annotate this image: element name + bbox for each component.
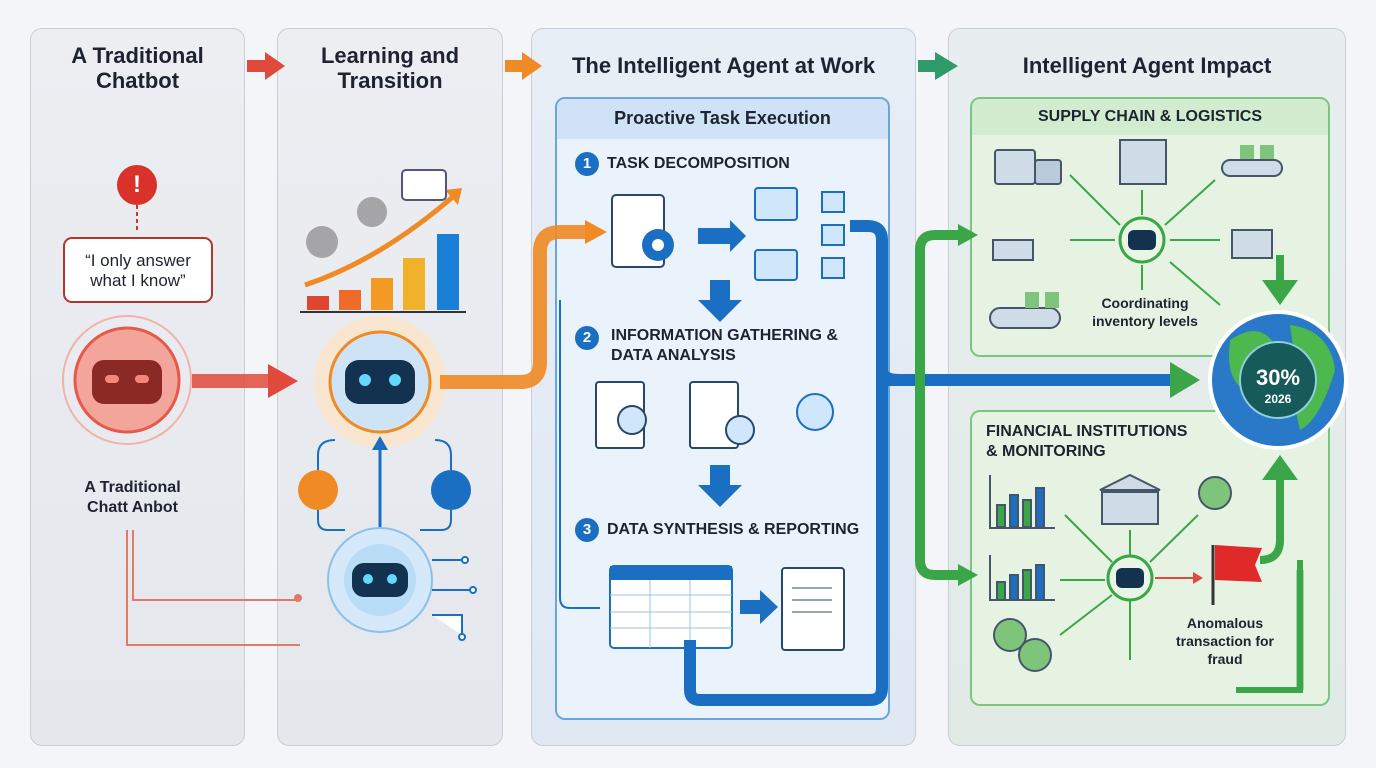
supply-connectors: [1069, 174, 1221, 306]
supply-bot-icon: [1118, 216, 1166, 264]
header-arrow-green: [918, 52, 958, 80]
chatbot-caption: A Traditional Chatt Anbot: [84, 479, 181, 516]
speech-bubble-text: “I only answer what I know”: [85, 251, 191, 290]
speech-bubble: [63, 237, 213, 303]
supply-chain-caption: Coordinating inventory levels: [1092, 295, 1198, 329]
presentation-icon: [298, 470, 338, 510]
learning-bot-icon: [314, 316, 446, 448]
panel-title: A Traditional Chatbot: [71, 43, 204, 93]
alert-icon: [117, 165, 157, 232]
financial-bot-icon: [1106, 554, 1154, 602]
globe-year: 2026: [1264, 392, 1292, 406]
task-document-gear-icon: [611, 194, 674, 268]
growth-chart-icon: [300, 169, 466, 313]
report-icon: [781, 567, 845, 651]
supply-chain-title: SUPPLY CHAIN & LOGISTICS: [972, 99, 1328, 135]
panel-title: Intelligent Agent Impact: [1022, 53, 1272, 78]
panel-title: The Intelligent Agent at Work: [571, 53, 876, 78]
panel-title: Learning and Transition: [320, 43, 460, 93]
red-arrow-to-learning: [192, 364, 298, 398]
globe-value: 30%: [1255, 365, 1301, 390]
financial-icons: [989, 473, 1232, 672]
financial-title: FINANCIAL INSTITUTIONS & MONITORING: [986, 423, 1188, 460]
fraud-flag-icon: [1211, 545, 1262, 605]
analysis-icons: [595, 381, 834, 449]
agent-bot-icon: [327, 527, 433, 633]
header-arrow-orange: [505, 52, 542, 80]
folder-tree-icon: [754, 187, 845, 281]
fraud-caption: Anomalous transaction for fraud: [1175, 615, 1274, 667]
document-icon: [431, 470, 471, 510]
globe-icon: [1208, 310, 1348, 450]
proactive-task-header: Proactive Task Execution: [557, 99, 888, 139]
red-connector: [132, 530, 300, 601]
blue-flow-line: [684, 220, 888, 706]
alert-icon-glyph: !: [133, 171, 141, 198]
header-arrow-red: [247, 52, 285, 80]
orange-arrow-to-agent: [440, 225, 590, 389]
spreadsheet-icon: [609, 565, 733, 649]
arrow-icon: [698, 220, 746, 252]
supply-chain-icons: [989, 139, 1283, 329]
traditional-bot-icon: [62, 315, 192, 445]
